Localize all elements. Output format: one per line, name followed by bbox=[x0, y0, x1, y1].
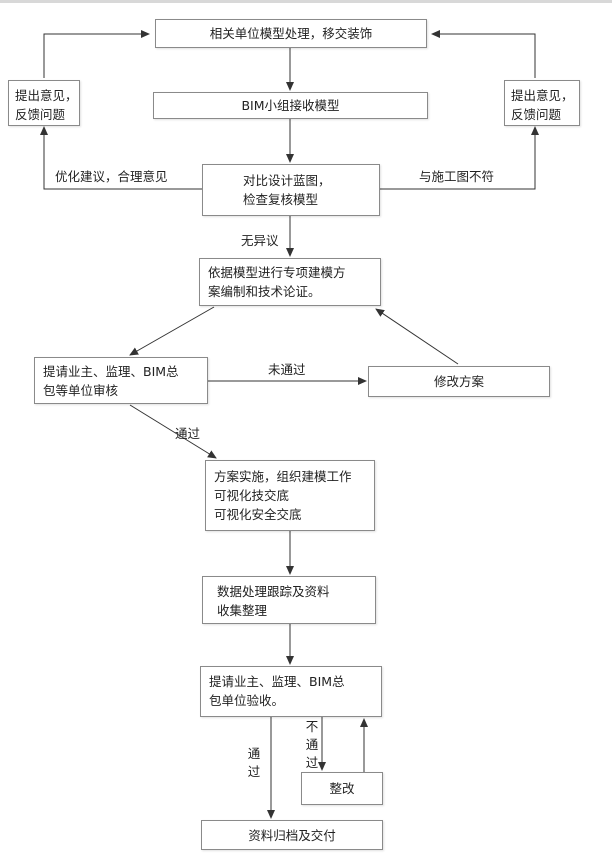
box-feedback-right-line-2: 反馈问题 bbox=[511, 107, 562, 122]
box-submit-review-line-2: 包等单位审核 bbox=[43, 383, 119, 398]
box-bim-receive: BIM小组接收模型 bbox=[153, 92, 428, 119]
box-submit-review: 提请业主、监理、BIM总 包等单位审核 bbox=[34, 357, 208, 404]
label-not-passed: 未通过 bbox=[268, 362, 306, 377]
arrow-b4-b5 bbox=[129, 306, 215, 356]
box-data-tracking: 数据处理跟踪及资料 收集整理 bbox=[202, 576, 376, 624]
box-feedback-right-line-1: 提出意见， bbox=[511, 88, 574, 103]
box-revise-plan-text: 修改方案 bbox=[433, 374, 484, 389]
box-feedback-left-line-2: 反馈问题 bbox=[15, 107, 66, 122]
label-passed-vertical: 通 过 bbox=[246, 745, 262, 781]
box-rectify: 整改 bbox=[301, 772, 383, 805]
label-passed-vertical-char-1: 通 bbox=[247, 746, 261, 761]
box-submit-acceptance-line-1: 提请业主、监理、BIM总 bbox=[209, 674, 345, 689]
arrow-left-feedback-b1 bbox=[43, 30, 150, 78]
box-submit-acceptance-line-2: 包单位验收。 bbox=[209, 693, 285, 708]
box-implement-plan-line-2: 可视化技交底 bbox=[214, 488, 290, 503]
box-special-plan-line-1: 依据模型进行专项建模方 bbox=[208, 265, 346, 280]
box-rectify-text: 整改 bbox=[329, 781, 355, 796]
label-not-passed-vertical-char-1: 不 bbox=[305, 719, 319, 734]
box-feedback-right: 提出意见， 反馈问题 bbox=[504, 80, 580, 126]
label-not-passed-vertical: 不 通 过 bbox=[304, 718, 320, 772]
box-model-handover: 相关单位模型处理，移交装饰 bbox=[155, 19, 427, 48]
box-revise-plan: 修改方案 bbox=[368, 366, 550, 397]
box-model-handover-text: 相关单位模型处理，移交装饰 bbox=[209, 26, 373, 41]
box-archive-deliver-text: 资料归档及交付 bbox=[248, 827, 336, 843]
box-feedback-left-line-1: 提出意见， bbox=[15, 88, 78, 103]
box-data-tracking-line-1: 数据处理跟踪及资料 bbox=[217, 584, 330, 599]
box-archive-deliver: 资料归档及交付 bbox=[201, 820, 383, 850]
box-compare-check: 对比设计蓝图， 检查复核模型 bbox=[202, 164, 380, 216]
box-bim-receive-text: BIM小组接收模型 bbox=[241, 98, 340, 113]
label-mismatch: 与施工图不符 bbox=[419, 169, 495, 184]
box-compare-check-line-2: 检查复核模型 bbox=[243, 192, 319, 207]
arrow-b3-left-feedback bbox=[40, 126, 202, 190]
box-implement-plan-line-3: 可视化安全交底 bbox=[214, 507, 302, 522]
box-special-plan: 依据模型进行专项建模方 案编制和技术论证。 bbox=[199, 258, 381, 306]
label-passed-vertical-char-2: 过 bbox=[247, 764, 261, 779]
box-submit-review-line-1: 提请业主、监理、BIM总 bbox=[43, 364, 179, 379]
label-not-passed-vertical-char-3: 过 bbox=[305, 755, 319, 770]
box-implement-plan-line-1: 方案实施，组织建模工作 bbox=[214, 469, 352, 484]
label-optimize: 优化建议，合理意见 bbox=[55, 169, 168, 184]
box-special-plan-line-2: 案编制和技术论证。 bbox=[208, 284, 321, 299]
box-compare-check-line-1: 对比设计蓝图， bbox=[243, 173, 331, 188]
label-no-objection: 无异议 bbox=[241, 233, 279, 248]
box-submit-acceptance: 提请业主、监理、BIM总 包单位验收。 bbox=[200, 666, 382, 717]
arrow-b5-b6 bbox=[129, 404, 217, 459]
arrow-right-feedback-b1 bbox=[431, 30, 536, 78]
box-implement-plan: 方案实施，组织建模工作 可视化技交底 可视化安全交底 bbox=[205, 460, 375, 531]
box-data-tracking-line-2: 收集整理 bbox=[217, 603, 268, 618]
arrow-b3-right-feedback bbox=[380, 126, 539, 190]
box-feedback-left: 提出意见， 反馈问题 bbox=[8, 80, 80, 126]
label-not-passed-vertical-char-2: 通 bbox=[305, 737, 319, 752]
arrow-revise-b4 bbox=[375, 308, 459, 365]
top-rule bbox=[0, 0, 612, 3]
label-passed: 通过 bbox=[175, 426, 201, 441]
